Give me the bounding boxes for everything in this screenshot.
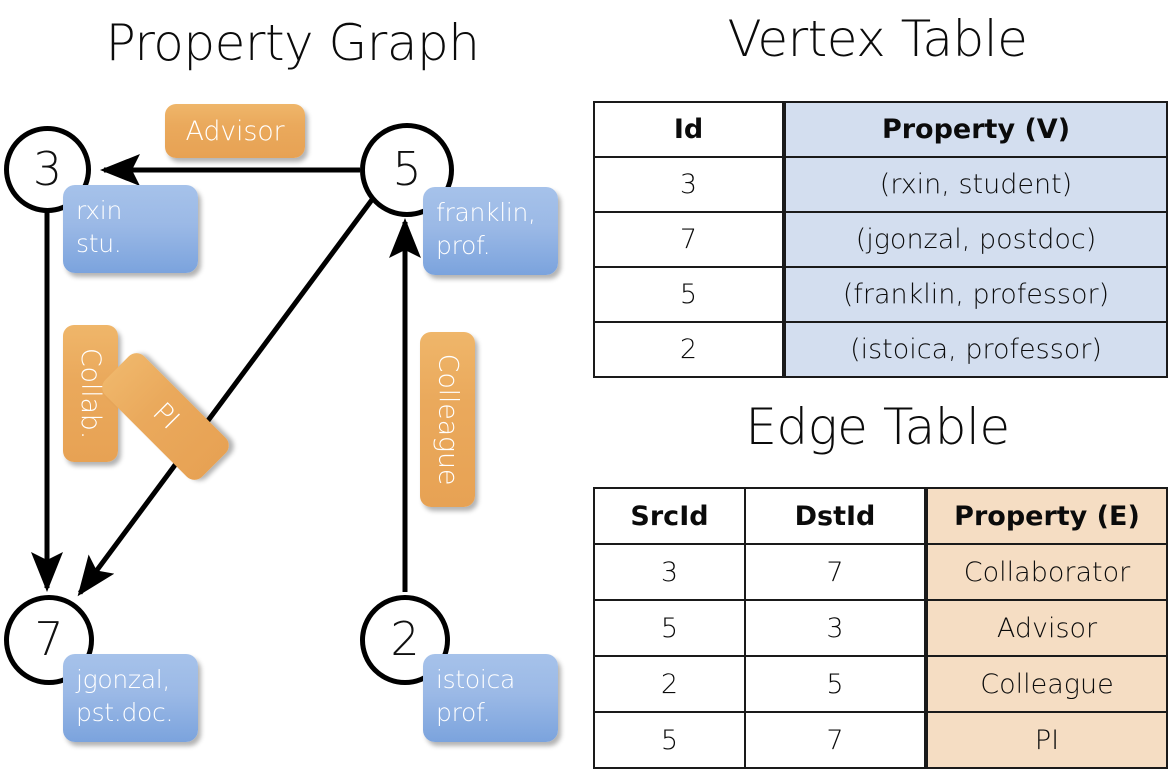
vertex-cell-property: (jgonzal, postdoc) xyxy=(782,211,1168,268)
property-box-istoica-line2: prof. xyxy=(436,698,491,727)
edge-cell-srcid: 5 xyxy=(593,711,746,769)
edge-table-header-row: SrcId DstId Property (E) xyxy=(593,487,1168,545)
page-title-edge-table: Edge Table xyxy=(745,398,1010,456)
edge-table-header-property: Property (E) xyxy=(924,487,1168,545)
edge-table: SrcId DstId Property (E) 3 7 Collaborato… xyxy=(593,487,1168,769)
property-box-franklin-line2: prof. xyxy=(436,231,491,260)
property-box-rxin-line1: rxin xyxy=(76,196,122,225)
property-box-istoica-line1: istoica xyxy=(436,665,515,694)
vertex-cell-id: 7 xyxy=(593,211,785,268)
property-box-jgonzal-line2: pst.doc. xyxy=(76,698,174,727)
table-row[interactable]: 2 5 Colleague xyxy=(593,655,1168,713)
property-box-rxin-line2: stu. xyxy=(76,229,122,258)
vertex-node-7-label: 7 xyxy=(34,612,64,666)
table-row[interactable]: 5 (franklin, professor) xyxy=(593,266,1168,323)
table-row[interactable]: 3 7 Collaborator xyxy=(593,543,1168,601)
edge-cell-srcid: 2 xyxy=(593,655,746,713)
edge-label-advisor-text: Advisor xyxy=(185,115,285,147)
property-box-rxin: rxin stu. xyxy=(63,185,198,273)
edge-cell-dstid: 5 xyxy=(744,655,927,713)
vertex-cell-property: (istoica, professor) xyxy=(782,321,1168,378)
vertex-cell-id: 2 xyxy=(593,321,785,378)
table-row[interactable]: 5 7 PI xyxy=(593,711,1168,769)
edge-cell-dstid: 7 xyxy=(744,543,927,601)
graph-edges-layer xyxy=(31,154,421,597)
property-box-franklin: franklin, prof. xyxy=(423,187,558,275)
vertex-node-3[interactable]: 3 xyxy=(4,126,91,213)
edge-cell-property: PI xyxy=(924,711,1168,769)
edge-label-colleague-text: Colleague xyxy=(432,353,464,486)
table-row[interactable]: 2 (istoica, professor) xyxy=(593,321,1168,378)
property-box-jgonzal: jgonzal, pst.doc. xyxy=(63,654,198,742)
edge-cell-property: Colleague xyxy=(924,655,1168,713)
edge-5-to-7 xyxy=(77,195,377,597)
edge-label-colleague: Colleague xyxy=(420,332,475,507)
edge-label-collab-text: Collab. xyxy=(75,347,106,440)
vertex-table-header-property: Property (V) xyxy=(782,101,1168,158)
property-box-jgonzal-line1: jgonzal, xyxy=(76,665,171,694)
vertex-node-5[interactable]: 5 xyxy=(360,123,454,217)
vertex-table-header-id: Id xyxy=(593,101,785,158)
edge-cell-srcid: 3 xyxy=(593,543,746,601)
edge-table-header-srcid: SrcId xyxy=(593,487,746,545)
page-title-property-graph: Property Graph xyxy=(105,14,480,72)
edge-cell-dstid: 3 xyxy=(744,599,927,657)
edge-label-advisor: Advisor xyxy=(165,104,305,158)
property-box-istoica: istoica prof. xyxy=(423,654,558,742)
property-graph-diagram: 3 5 7 2 rxin stu. franklin, prof. jgonza… xyxy=(0,80,585,760)
vertex-cell-id: 5 xyxy=(593,266,785,323)
property-box-franklin-line1: franklin, xyxy=(436,198,536,227)
vertex-table-header-row: Id Property (V) xyxy=(593,101,1168,158)
edge-cell-property: Advisor xyxy=(924,599,1168,657)
vertex-cell-id: 3 xyxy=(593,156,785,213)
page-title-vertex-table: Vertex Table xyxy=(727,10,1028,68)
vertex-cell-property: (rxin, student) xyxy=(782,156,1168,213)
edge-cell-dstid: 7 xyxy=(744,711,927,769)
table-row[interactable]: 5 3 Advisor xyxy=(593,599,1168,657)
vertex-node-2-label: 2 xyxy=(390,612,420,666)
table-row[interactable]: 3 (rxin, student) xyxy=(593,156,1168,213)
vertex-node-3-label: 3 xyxy=(32,141,63,196)
edge-table-header-dstid: DstId xyxy=(744,487,927,545)
edge-cell-property: Collaborator xyxy=(924,543,1168,601)
edge-cell-srcid: 5 xyxy=(593,599,746,657)
vertex-table: Id Property (V) 3 (rxin, student) 7 (jgo… xyxy=(593,101,1168,378)
table-row[interactable]: 7 (jgonzal, postdoc) xyxy=(593,211,1168,268)
vertex-cell-property: (franklin, professor) xyxy=(782,266,1168,323)
vertex-node-5-label: 5 xyxy=(392,142,422,196)
edge-label-pi-text: PI xyxy=(146,397,185,436)
